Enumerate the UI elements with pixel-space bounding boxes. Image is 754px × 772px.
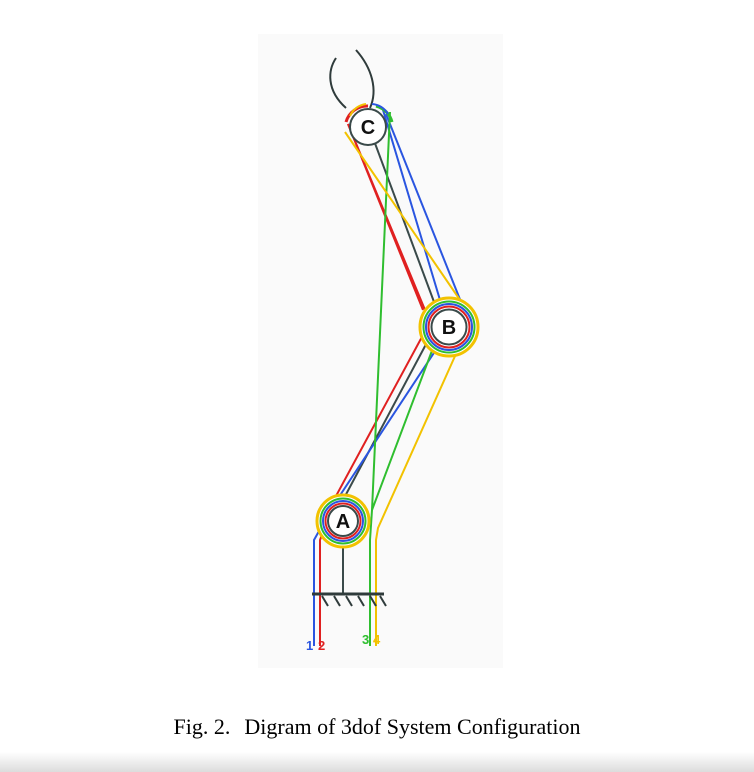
link-A-B — [342, 317, 441, 501]
link-B-C — [372, 137, 441, 319]
cable-label-3: 3 — [362, 632, 369, 647]
cable-3-green — [369, 111, 452, 646]
cable-4-yellow — [344, 131, 465, 646]
figure-number: Fig. 2. — [173, 714, 231, 739]
bottom-shade — [0, 752, 754, 772]
cable-label-1: 1 — [306, 638, 313, 653]
cable-1-blue-upper — [385, 113, 466, 313]
joint-A-label: A — [336, 511, 350, 533]
figure-caption: Fig. 2. Digram of 3dof System Configurati… — [0, 714, 754, 740]
end-effector-arc-right — [355, 49, 375, 109]
ground-hatch — [321, 595, 387, 607]
figure-caption-text: Digram of 3dof System Configuration — [244, 714, 581, 739]
joint-B: B — [418, 296, 480, 358]
end-effector-arc-left — [329, 57, 347, 109]
cable-1-blue — [313, 109, 450, 646]
joint-B-label: B — [442, 317, 456, 339]
cable-label-4: 4 — [373, 632, 381, 647]
joint-C: C — [344, 103, 394, 146]
cable-label-2: 2 — [318, 638, 325, 653]
joint-A: A — [315, 493, 371, 549]
joint-C-label: C — [361, 117, 375, 139]
